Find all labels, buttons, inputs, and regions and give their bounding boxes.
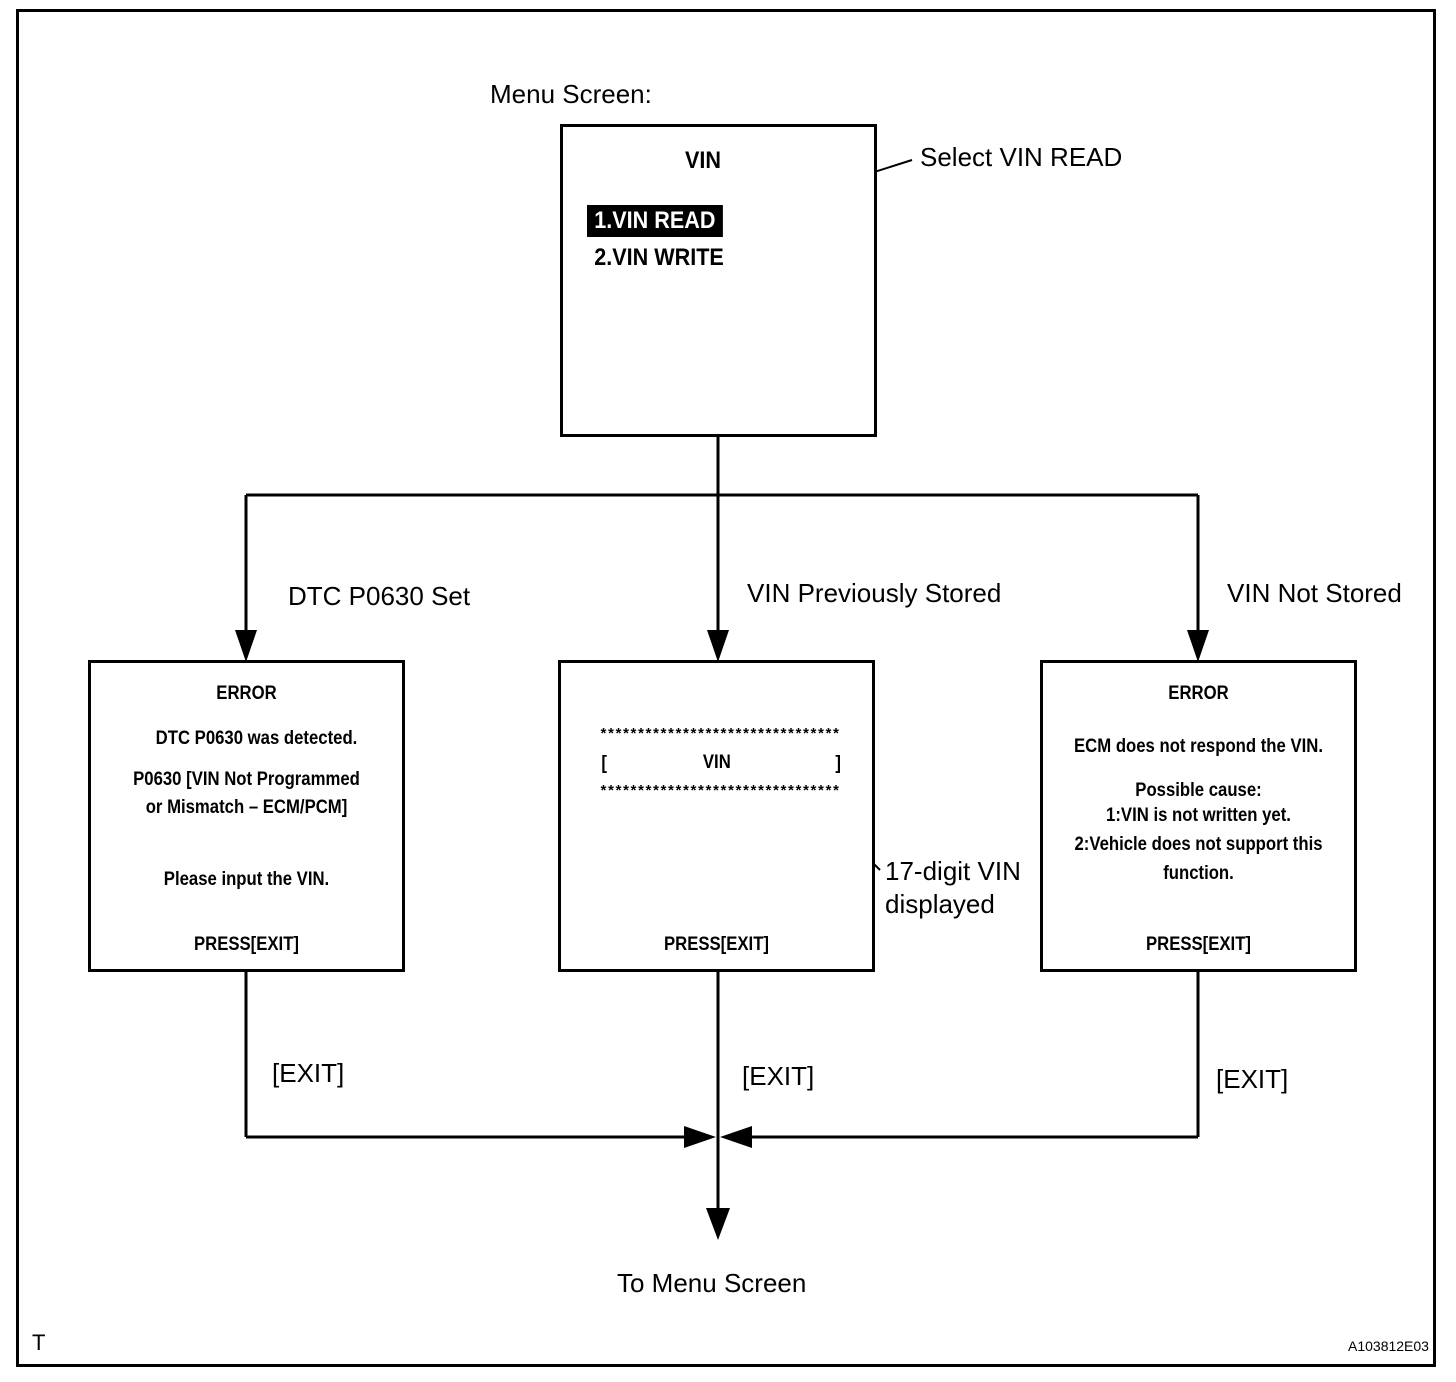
stars-top: ******************************** xyxy=(599,727,841,744)
branch-label-dtc: DTC P0630 Set xyxy=(288,581,471,611)
bracket-open: [ xyxy=(601,753,607,774)
menu-item-vin-write[interactable]: 2.VIN WRITE xyxy=(594,244,724,271)
figure-id: A103812E03 xyxy=(1348,1338,1429,1354)
branch-label-not-stored: VIN Not Stored xyxy=(1227,578,1402,608)
exit-right-arrow xyxy=(720,1126,752,1148)
press-exit-label: PRESS[EXIT] xyxy=(1146,934,1251,955)
cause-2-cont: function. xyxy=(1163,863,1234,884)
cause-1: 1:VIN is not written yet. xyxy=(1106,805,1291,826)
bracket-close: ] xyxy=(835,753,841,774)
callout-vin-digits-2: displayed xyxy=(885,889,995,919)
branch-center-arrow xyxy=(707,630,729,662)
stars-bottom: ******************************** xyxy=(599,784,841,801)
error-title: ERROR xyxy=(216,683,277,704)
branch-left-arrow xyxy=(235,630,257,662)
menu-title: VIN xyxy=(685,147,722,174)
exit-left-arrow xyxy=(684,1126,716,1148)
vin-display-box: ******************************** [ VIN ]… xyxy=(558,660,875,972)
cause-2: 2:Vehicle does not support this xyxy=(1074,834,1323,855)
exit-label-center: [EXIT] xyxy=(742,1061,815,1091)
possible-cause-heading: Possible cause: xyxy=(1135,780,1262,801)
figure-frame xyxy=(16,9,1436,1367)
error-code-line-2: or Mismatch – ECM/PCM] xyxy=(145,797,348,818)
callout-select-vin-read: Select VIN READ xyxy=(920,142,1123,172)
menu-screen-box: VIN 1.VIN READ 2.VIN WRITE xyxy=(560,124,877,437)
return-arrow xyxy=(706,1208,730,1240)
exit-label-left: [EXIT] xyxy=(272,1058,345,1088)
press-exit-label: PRESS[EXIT] xyxy=(194,934,299,955)
corner-mark: T xyxy=(32,1330,46,1355)
return-to-menu-label: To Menu Screen xyxy=(617,1268,807,1298)
error-instruction: Please input the VIN. xyxy=(163,869,330,890)
branch-right-arrow xyxy=(1187,630,1209,662)
menu-item-vin-read[interactable]: 1.VIN READ xyxy=(587,205,723,237)
error-box-dtc: ERROR DTC P0630 was detected. P0630 [VIN… xyxy=(88,660,405,972)
exit-label-right: [EXIT] xyxy=(1216,1064,1289,1094)
menu-screen-label: Menu Screen: xyxy=(490,79,652,109)
press-exit-label: PRESS[EXIT] xyxy=(664,934,769,955)
branch-label-stored: VIN Previously Stored xyxy=(747,578,1002,608)
callout-vin-digits: 17-digit VIN xyxy=(885,856,1021,886)
error-code-line: P0630 [VIN Not Programmed xyxy=(133,769,360,790)
error-message: ECM does not respond the VIN. xyxy=(1074,736,1323,757)
error-title: ERROR xyxy=(1168,683,1229,704)
error-box-not-stored: ERROR ECM does not respond the VIN. Poss… xyxy=(1040,660,1357,972)
vin-value: VIN xyxy=(702,752,731,773)
error-message: DTC P0630 was detected. xyxy=(155,728,358,749)
